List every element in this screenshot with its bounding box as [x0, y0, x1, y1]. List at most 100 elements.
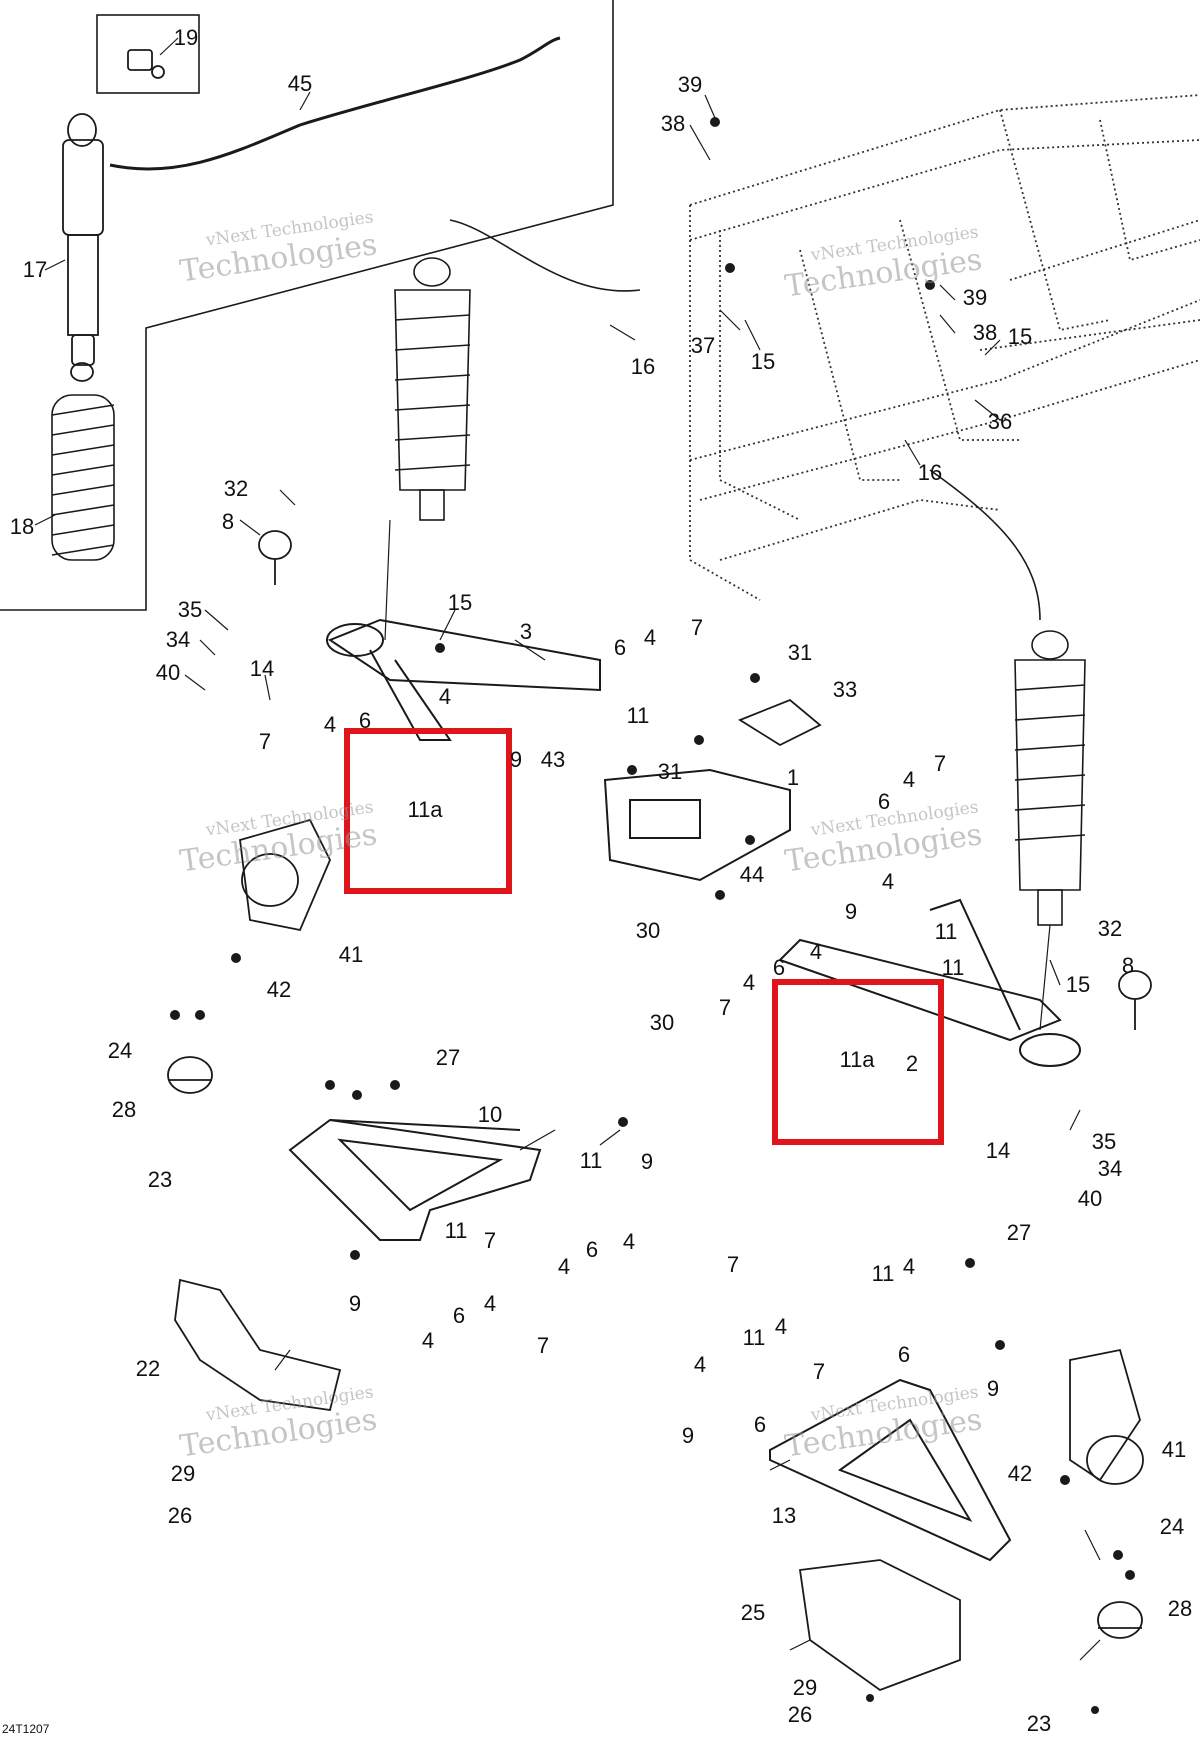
callout-4: 4 — [809, 939, 823, 964]
callout-4: 4 — [902, 1254, 916, 1279]
callout-31: 31 — [657, 759, 683, 784]
callout-9: 9 — [844, 899, 858, 924]
callout-11: 11 — [742, 1325, 766, 1350]
callout-25: 25 — [740, 1600, 766, 1625]
callout-14: 14 — [985, 1138, 1011, 1163]
figure-code: 24T1207 — [2, 1722, 50, 1736]
callout-34: 34 — [1097, 1156, 1123, 1181]
callout-3: 3 — [519, 619, 533, 644]
callout-11: 11 — [871, 1261, 895, 1286]
callout-9: 9 — [986, 1376, 1000, 1401]
callout-22: 22 — [135, 1356, 161, 1381]
callout-40: 40 — [155, 660, 181, 685]
callout-6: 6 — [897, 1342, 911, 1367]
callout-44: 44 — [739, 862, 765, 887]
callout-11: 11 — [626, 703, 650, 728]
fitting-19 — [127, 49, 165, 79]
callout-41: 41 — [1161, 1437, 1187, 1462]
callout-7: 7 — [483, 1228, 497, 1253]
callout-8: 8 — [221, 509, 235, 534]
front-shock-right — [1014, 630, 1086, 926]
highlight-box-right — [772, 979, 944, 1145]
callout-11: 11 — [444, 1218, 468, 1243]
callout-6: 6 — [452, 1303, 466, 1328]
callout-45: 45 — [287, 71, 313, 96]
knuckle-right — [1069, 1348, 1144, 1485]
callout-7: 7 — [933, 751, 947, 776]
callout-15: 15 — [447, 590, 473, 615]
callout-6: 6 — [358, 708, 372, 733]
callout-15: 15 — [1065, 972, 1091, 997]
callout-11a-right: 11a — [839, 1047, 875, 1072]
callout-34: 34 — [165, 627, 191, 652]
callout-4: 4 — [902, 767, 916, 792]
callout-7: 7 — [812, 1359, 826, 1384]
callout-24: 24 — [107, 1038, 133, 1063]
upper-a-arm-3 — [326, 618, 601, 741]
callout-6: 6 — [772, 955, 786, 980]
callout-9: 9 — [348, 1291, 362, 1316]
left-shock-line — [384, 519, 391, 641]
shock-17 — [62, 113, 104, 382]
lower-a-arm-10 — [288, 1118, 542, 1241]
callout-9: 9 — [681, 1423, 695, 1448]
callout-35: 35 — [1091, 1129, 1117, 1154]
callout-39: 39 — [677, 72, 703, 97]
callout-33: 33 — [832, 677, 858, 702]
callout-42: 42 — [266, 977, 292, 1002]
mount-bracket-1 — [603, 768, 791, 882]
callout-4: 4 — [643, 625, 657, 650]
callout-30: 30 — [649, 1010, 675, 1035]
callout-23: 23 — [147, 1167, 173, 1192]
callout-11: 11 — [579, 1148, 603, 1173]
callout-29: 29 — [792, 1675, 818, 1700]
hardware-marks — [170, 117, 1135, 1714]
callout-6: 6 — [877, 789, 891, 814]
callout-15: 15 — [1007, 324, 1033, 349]
callout-41: 41 — [338, 942, 364, 967]
upper-a-arm-2 — [778, 898, 1081, 1067]
callout-27: 27 — [1006, 1220, 1032, 1245]
callout-19: 19 — [173, 25, 199, 50]
callout-40: 40 — [1077, 1186, 1103, 1211]
callout-6: 6 — [585, 1237, 599, 1262]
callout-31: 31 — [787, 640, 813, 665]
callout-10: 10 — [477, 1102, 503, 1127]
callout-4: 4 — [557, 1254, 571, 1279]
callout-28: 28 — [111, 1097, 137, 1122]
callout-7: 7 — [690, 615, 704, 640]
callout-24: 24 — [1159, 1514, 1185, 1539]
callout-32: 32 — [223, 476, 249, 501]
callout-4: 4 — [483, 1291, 497, 1316]
callout-6: 6 — [753, 1412, 767, 1437]
callout-26: 26 — [787, 1702, 813, 1727]
callout-17: 17 — [22, 257, 48, 282]
callout-30: 30 — [635, 918, 661, 943]
callout-36: 36 — [987, 409, 1013, 434]
part-19-box — [96, 14, 200, 94]
skid-plate-22 — [174, 1278, 342, 1412]
inset-frame — [0, 0, 614, 611]
callout-4: 4 — [323, 712, 337, 737]
callout-9: 9 — [509, 747, 523, 772]
callout-16: 16 — [917, 460, 943, 485]
callout-15: 15 — [750, 349, 776, 374]
callout-11a-left: 11a — [407, 797, 443, 822]
callout-43: 43 — [540, 747, 566, 772]
ball-joint-8-right — [1118, 970, 1152, 1030]
ball-joint-28-left — [167, 1056, 213, 1094]
front-shock-left — [394, 257, 471, 521]
callout-27: 27 — [435, 1045, 461, 1070]
callout-29: 29 — [170, 1461, 196, 1486]
callout-4: 4 — [774, 1314, 788, 1339]
callout-4: 4 — [438, 684, 452, 709]
callout-38: 38 — [660, 111, 686, 136]
lower-a-arm-13 — [769, 1378, 1012, 1562]
callout-7: 7 — [536, 1333, 550, 1358]
callout-9: 9 — [640, 1149, 654, 1174]
callout-1: 1 — [786, 765, 800, 790]
callout-35: 35 — [177, 597, 203, 622]
chassis-frame — [689, 94, 1200, 601]
callout-16: 16 — [630, 354, 656, 379]
